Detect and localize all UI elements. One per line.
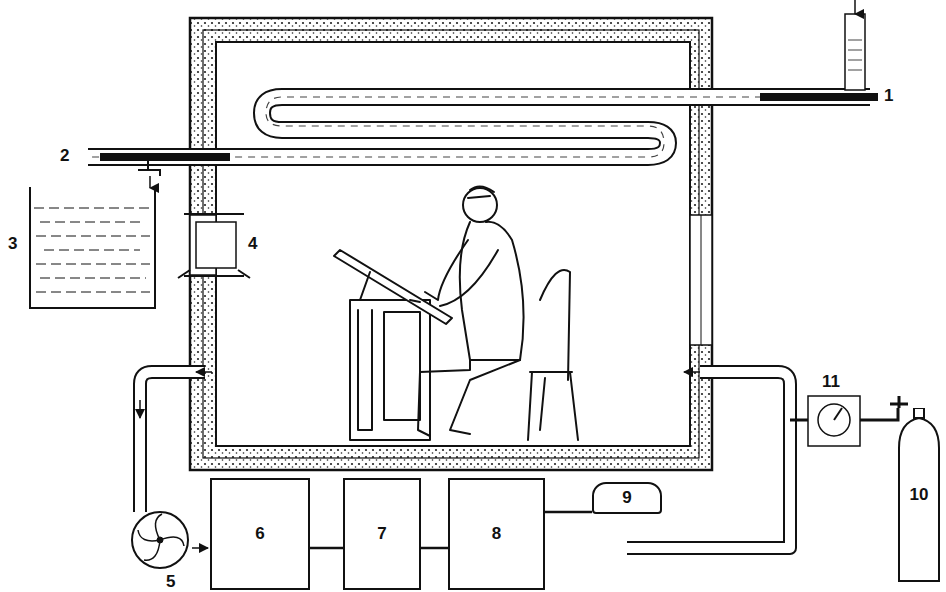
callout-number: 7 [377,524,386,544]
cylinder-body [899,418,939,581]
callout-number: 3 [8,234,17,254]
food-aperture [178,214,250,278]
window [690,215,712,345]
callout-number: 11 [822,372,840,392]
blower-fan [132,512,188,568]
callout-number: 4 [248,234,257,254]
callout-number: 1 [884,86,893,106]
process-box: 8 [448,478,545,590]
pressure-gauge [790,396,908,446]
water-coil [88,0,878,188]
air-pipe-link [310,547,343,550]
callout-number: 8 [492,524,501,544]
process-box: 6 [210,478,310,590]
air-pipe-link [421,547,448,550]
callout-number: 10 [910,485,929,505]
cylinder-valve [914,408,924,418]
absorber-unit: 9 [592,482,662,514]
callout-number: 6 [255,524,264,544]
callout-number: 5 [166,572,175,592]
air-pipe-link [545,511,592,514]
gas-cylinder: 10 [898,408,940,582]
chamber-wall [190,18,712,470]
water-tank [30,187,155,308]
callout-number: 9 [622,488,631,508]
process-box: 7 [343,478,421,590]
callout-number: 2 [60,146,69,166]
subject-at-desk [334,186,578,440]
